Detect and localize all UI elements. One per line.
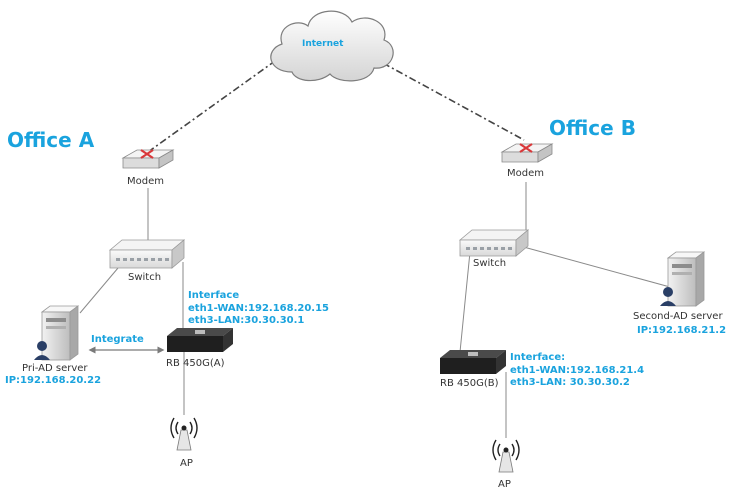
interface-a-title: Interface [188,290,240,301]
modem-a-label: Modem [127,176,164,187]
office-a-title: Office A [7,128,95,152]
cloud-icon [270,10,394,82]
switch-icon [108,239,186,269]
link-switch-b-router-b [459,251,471,353]
wan-link-b [369,55,525,141]
access-point-icon [492,439,520,473]
router-a-label: RB 450G(A) [166,358,225,369]
interface-a-lan: eth3-LAN:30.30.30.1 [188,315,305,326]
server-a-label: Pri-AD server [22,363,88,374]
switch-a-label: Switch [128,272,162,283]
connection-lines [79,182,671,438]
router-b-interface: Interface: eth1-WAN:192.168.21.4 eth3-LA… [510,352,644,390]
integrate-label: Integrate [91,334,144,345]
router-b-label: RB 450G(B) [440,378,499,389]
switch-b-label: Switch [473,258,507,269]
router-icon [167,328,233,352]
interface-a-wan: eth1-WAN:192.168.20.15 [188,302,330,314]
interface-b-title: Interface: [510,352,566,363]
server-b-ip: IP:192.168.21.2 [637,325,727,336]
server-a-ip: IP:192.168.20.22 [5,375,102,386]
modem-b-label: Modem [507,168,544,179]
server-icon [34,305,80,361]
access-point-icon [170,417,198,451]
wan-link-a [147,55,283,153]
switch-icon [458,229,530,257]
server-icon [660,251,706,307]
interface-b-lan: eth3-LAN: 30.30.30.2 [510,377,630,388]
cloud-label: Internet [302,39,344,49]
link-switch-a-server-a [79,267,119,314]
wan-links [147,55,525,153]
link-switch-b-server-b [519,245,671,288]
ap-b-label: AP [498,479,511,490]
office-b-title: Office B [549,116,636,140]
modem-icon [121,149,175,169]
router-a-interface: Interface eth1-WAN:192.168.20.15 eth3-LA… [188,290,329,328]
modem-icon [500,143,554,163]
ap-a-label: AP [180,458,193,469]
interface-b-wan: eth1-WAN:192.168.21.4 [510,364,645,376]
router-icon [440,350,506,374]
server-b-label: Second-AD server [633,311,723,322]
